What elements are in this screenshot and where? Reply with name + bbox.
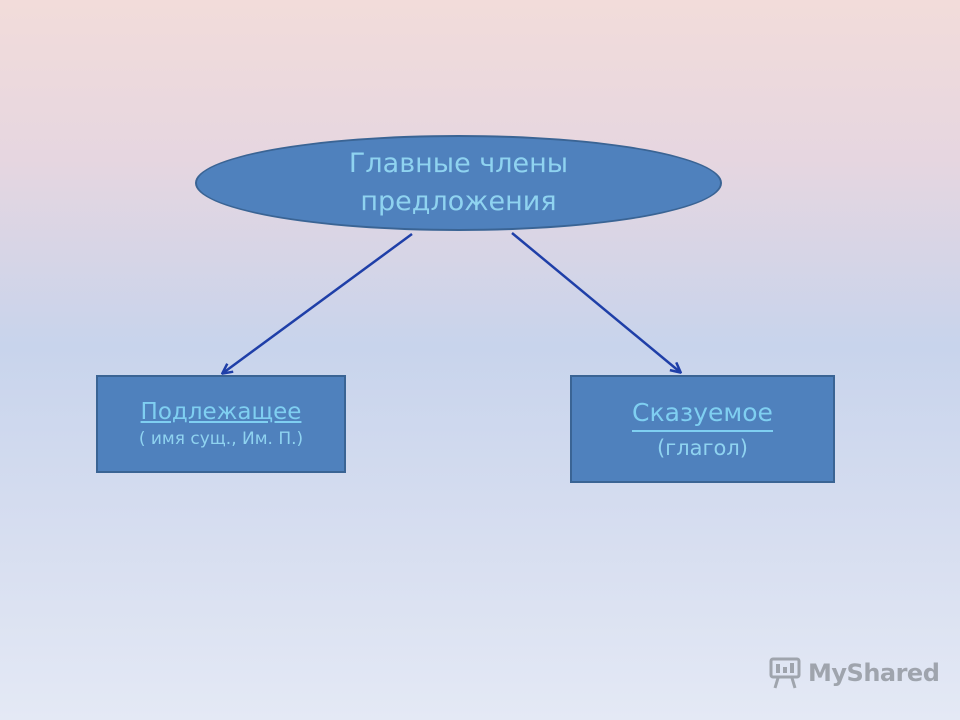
root-node-label: Главные члены предложения: [348, 148, 569, 217]
watermark-text: MyShared: [808, 659, 940, 687]
arrow-to-subject: [223, 232, 413, 373]
subject-node: Подлежащее ( имя сущ., Им. П.): [96, 375, 346, 473]
predicate-node: Сказуемое (глагол): [570, 375, 835, 483]
predicate-link[interactable]: Сказуемое: [632, 398, 773, 432]
root-node: Главные члены предложения: [195, 135, 722, 231]
subject-link[interactable]: Подлежащее: [140, 399, 302, 425]
watermark: MyShared: [768, 656, 940, 690]
subject-subtitle: ( имя сущ., Им. П.): [138, 429, 304, 449]
predicate-subtitle: (глагол): [656, 436, 748, 460]
arrow-to-predicate: [511, 232, 680, 372]
presentation-board-icon: [769, 657, 801, 689]
